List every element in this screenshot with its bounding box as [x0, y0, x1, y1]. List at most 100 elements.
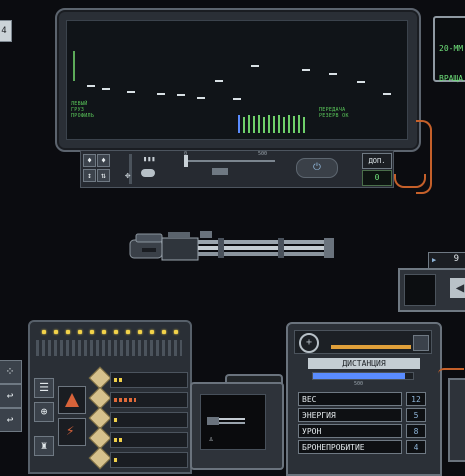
panel-grille — [36, 340, 182, 356]
stat-name: УРОН — [298, 424, 402, 438]
scan-tick — [87, 85, 95, 87]
distance-fill — [313, 373, 405, 379]
scan-tick — [215, 80, 223, 82]
module-row[interactable] — [110, 392, 188, 408]
target-icon[interactable]: ⊕ — [34, 402, 54, 422]
signal-bar — [258, 115, 260, 133]
power-button[interactable]: ⏻ — [296, 158, 338, 178]
slider-sub-knob[interactable] — [212, 168, 228, 175]
crosshair-icon: + — [299, 333, 319, 353]
led — [42, 330, 46, 334]
module-row[interactable] — [110, 432, 188, 448]
led — [138, 330, 142, 334]
info-line-2: ВРАЩА — [439, 74, 464, 83]
cone-icon — [65, 393, 79, 407]
module-row[interactable] — [110, 372, 188, 388]
swap-icon[interactable]: ⇅ — [97, 169, 110, 182]
weapon-preview-screen: ♙ — [200, 394, 266, 450]
top-left-tag[interactable]: 4 — [0, 20, 12, 42]
module-panel: ⚡ ☰ ⊕ ♜ — [28, 320, 192, 474]
bolt-icon: ⚡ — [66, 423, 75, 439]
ammo-icon: ▶ — [432, 256, 437, 264]
monitor-control-strip: ♦ ♦ ↕ ⇅ ✥ ▮▮▮ — [80, 150, 394, 188]
weapon-preview-box[interactable]: ♙ — [190, 382, 284, 470]
led — [66, 330, 70, 334]
signal-bar — [243, 117, 245, 133]
slider-min-label: 0 — [184, 151, 188, 157]
unit-icon[interactable]: ♜ — [34, 436, 54, 456]
stat-value: 12 — [406, 392, 426, 406]
screen-left-text: ЛЕВЫЙ ГРУЗ ПРОФИЛЬ — [71, 101, 95, 119]
stat-value: 5 — [406, 408, 426, 422]
stats-panel: + ДИСТАНЦИЯ 500 ВЕС 12 ЭНЕРГИЯ 5 УРОН 8 … — [286, 322, 442, 476]
stat-row-damage: УРОН 8 — [298, 424, 426, 440]
screen-right-text: ПЕРЕДАЧА РЕЗЕРВ ОК — [319, 107, 349, 119]
range-slider-knob[interactable] — [184, 155, 188, 167]
arrow-left-icon[interactable]: ◀ — [450, 278, 465, 298]
module-slot[interactable] — [58, 386, 86, 414]
move-icon[interactable]: ✥ — [125, 171, 131, 181]
weapon-preview-icon — [207, 417, 245, 425]
led — [150, 330, 154, 334]
scan-tick — [357, 81, 365, 83]
stat-row-armor-piercing: БРОНЕПРОБИТИЕ 4 — [298, 440, 426, 456]
fish-icon — [141, 169, 155, 177]
distance-bar — [312, 372, 414, 380]
scan-tick — [251, 65, 259, 67]
scan-tick — [157, 93, 165, 95]
signal-bar — [278, 115, 280, 133]
divider — [129, 154, 132, 184]
edge-module — [448, 378, 465, 462]
distance-label: ДИСТАНЦИЯ — [308, 358, 420, 369]
module-row[interactable] — [110, 412, 188, 428]
side-monitor: ◀ — [398, 268, 465, 312]
stat-row-energy: ЭНЕРГИЯ 5 — [298, 408, 426, 424]
header-gauge — [331, 345, 411, 349]
led — [162, 330, 166, 334]
return-icon[interactable]: ↩ — [0, 408, 22, 432]
signal-bar — [283, 117, 285, 133]
scan-tick — [383, 93, 391, 95]
scan-tick — [329, 73, 337, 75]
scan-tick — [197, 97, 205, 99]
led — [126, 330, 130, 334]
slider-max-label: 500 — [258, 151, 268, 157]
drop-icon[interactable]: ♦ — [97, 154, 110, 167]
signal-bar — [263, 117, 265, 133]
signal-bar — [253, 116, 255, 133]
info-line-1: 20-MM — [439, 44, 464, 53]
monitor-screen: ЛЕВЫЙ ГРУЗ ПРОФИЛЬ ПЕРЕДАЧА РЕЗЕРВ ОК — [66, 20, 408, 140]
connector-icon[interactable] — [88, 446, 112, 470]
range-slider-track[interactable] — [185, 160, 275, 162]
stat-value: 4 — [406, 440, 426, 454]
module-row[interactable] — [110, 452, 188, 468]
list-icon[interactable] — [413, 335, 429, 351]
distance-value: 500 — [354, 381, 364, 387]
led — [102, 330, 106, 334]
bars-icon: ▮▮▮ — [143, 155, 156, 163]
cursor-icon: ♙ — [209, 435, 214, 443]
ammo-value: 9 — [453, 254, 459, 264]
minigun-weapon[interactable] — [128, 228, 338, 264]
stat-name: ЭНЕРГИЯ — [298, 408, 402, 422]
led — [54, 330, 58, 334]
cable — [394, 174, 426, 188]
led — [90, 330, 94, 334]
side-monitor-screen — [404, 274, 436, 306]
list-icon[interactable]: ☰ — [34, 378, 54, 398]
signal-bar — [288, 115, 290, 133]
module-slot[interactable]: ⚡ — [58, 418, 86, 446]
scan-tick — [233, 98, 241, 100]
level-indicator — [73, 51, 75, 81]
sort-icon[interactable]: ↕ — [83, 169, 96, 182]
signal-bar — [238, 115, 240, 133]
signal-bar — [293, 116, 295, 133]
weapon-info-panel: 20-MM ВРАЩА — [433, 16, 465, 83]
return-icon[interactable]: ↩ — [0, 384, 22, 408]
drop-icon[interactable]: ♦ — [83, 154, 96, 167]
dop-label: ДОП. — [362, 153, 392, 169]
ammo-type-icon[interactable]: ⁘ — [0, 360, 22, 384]
signal-bar — [298, 115, 300, 133]
led — [174, 330, 178, 334]
stat-name: ВЕС — [298, 392, 402, 406]
